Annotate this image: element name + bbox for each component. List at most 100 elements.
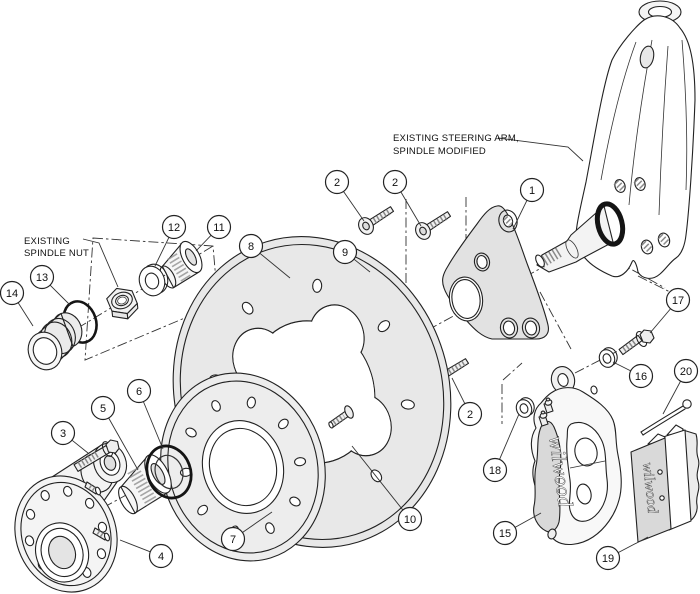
callout-number-5: 5 — [100, 403, 106, 415]
callout-19: 19 — [595, 536, 649, 571]
callout-leader-5 — [108, 417, 139, 471]
callout-8: 8 — [238, 233, 291, 279]
callout-3: 3 — [50, 420, 89, 454]
spindle-seal-ring — [594, 201, 626, 247]
callout-leader-20 — [662, 380, 681, 415]
callout-circle-17 — [665, 287, 691, 313]
callout-number-7: 7 — [230, 534, 236, 546]
hub — [14, 442, 128, 593]
callout-number-10: 10 — [404, 514, 416, 526]
bolt-17 — [618, 329, 655, 356]
callout-9: 9 — [332, 239, 371, 273]
callout-number-2: 2 — [392, 177, 398, 189]
callout-circle-7 — [220, 526, 246, 552]
grease-seal — [145, 444, 193, 500]
callout-number-18: 18 — [489, 465, 501, 477]
callout-circle-9 — [332, 239, 358, 265]
callout-leader-3 — [71, 439, 89, 454]
spindle-nut-label-line1: EXISTING — [24, 236, 70, 247]
callout-number-2: 2 — [467, 409, 473, 421]
callout-circle-19 — [595, 545, 621, 571]
caliper-mount-holes — [640, 232, 671, 255]
callout-circle-11 — [206, 214, 232, 240]
hub-stud — [92, 527, 111, 542]
callout-leader-18 — [499, 413, 520, 460]
pad-friction-face — [630, 437, 672, 543]
bleed-screw — [538, 410, 549, 427]
rotor-adapter — [160, 372, 326, 562]
spindle-nut — [106, 287, 139, 320]
callout-number-3: 3 — [60, 428, 66, 440]
callout-number-12: 12 — [168, 222, 180, 234]
callout-1: 1 — [512, 177, 545, 230]
callout-number-4: 4 — [158, 551, 164, 563]
bolt-2a — [358, 206, 395, 235]
callout-circle-15 — [492, 520, 518, 546]
washer-16 — [598, 347, 618, 368]
callout-circle-20 — [673, 358, 699, 384]
callout-7: 7 — [220, 511, 273, 552]
dust-cap — [27, 312, 83, 371]
caliper-bracket — [442, 205, 549, 340]
hub-flange — [14, 475, 118, 593]
callout-circle-2 — [457, 401, 483, 427]
callout-2: 2 — [451, 377, 483, 427]
callout-leader-14 — [17, 302, 34, 327]
callout-circle-18 — [482, 457, 508, 483]
hub-stud — [84, 481, 102, 496]
annotation-steering-arm: EXISTING STEERING ARM, SPINDLE MODIFIED — [393, 133, 584, 162]
callout-leader-9 — [353, 258, 371, 273]
callout-number-11: 11 — [213, 222, 224, 234]
callout-number-8: 8 — [248, 241, 254, 253]
callout-leader-2 — [343, 191, 365, 222]
washer-18 — [515, 397, 535, 418]
steering-arm-holes — [613, 177, 647, 193]
rotor-stud — [328, 405, 354, 429]
spindle-washer — [138, 263, 169, 297]
callout-number-2: 2 — [334, 177, 340, 189]
outer-bearing — [159, 240, 203, 289]
callout-16: 16 — [612, 361, 654, 389]
callout-leader-7 — [242, 511, 273, 533]
callout-number-15: 15 — [499, 528, 511, 540]
callout-leader-1 — [512, 200, 528, 230]
callout-2: 2 — [382, 169, 422, 227]
callout-circle-12 — [161, 214, 187, 240]
callout-circle-4 — [148, 543, 174, 569]
callout-number-13: 13 — [36, 272, 48, 284]
callout-5: 5 — [90, 395, 139, 471]
callout-13: 13 — [29, 264, 71, 306]
callout-circle-13 — [29, 264, 55, 290]
bolt-3 — [73, 439, 120, 472]
callout-circle-3 — [50, 420, 76, 446]
callout-leader-19 — [617, 536, 649, 554]
cotter-pin — [640, 399, 692, 436]
callout-circle-16 — [628, 363, 654, 389]
callout-circle-6 — [126, 378, 152, 404]
callout-11: 11 — [195, 214, 232, 252]
callout-leader-6 — [142, 401, 164, 450]
bracket-spindle-hole — [448, 276, 484, 322]
brake-pads: wilwood — [630, 424, 700, 543]
callout-18: 18 — [482, 413, 520, 483]
callout-leader-8 — [259, 252, 291, 279]
callout-circle-2 — [382, 169, 408, 195]
spindle-nut-label-line2: SPINDLE NUT — [24, 248, 89, 259]
callout-leader-2 — [400, 191, 422, 227]
callout-leader-4 — [119, 539, 151, 553]
callout-circle-10 — [397, 506, 423, 532]
callout-circle-8 — [238, 233, 264, 259]
caliper-piston — [574, 437, 598, 467]
callout-20: 20 — [662, 358, 699, 415]
callout-4: 4 — [119, 539, 174, 569]
steering-arm-label-line1: EXISTING STEERING ARM, — [393, 133, 519, 144]
callout-15: 15 — [492, 512, 542, 546]
callout-10: 10 — [351, 445, 423, 532]
callout-leader-11 — [195, 234, 212, 252]
callout-17: 17 — [649, 287, 691, 334]
callout-2: 2 — [324, 169, 365, 222]
callout-number-20: 20 — [680, 366, 692, 378]
callout-number-9: 9 — [342, 247, 348, 259]
